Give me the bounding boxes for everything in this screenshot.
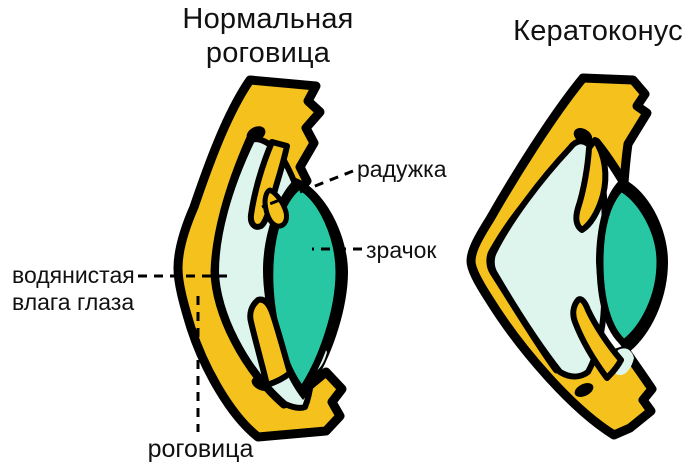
normal-upper-canal-dot xyxy=(246,126,266,142)
cornea-label: роговица xyxy=(147,435,254,463)
normal-iris-root-hook xyxy=(262,187,289,229)
normal-cornea-title-line1: Нормальная xyxy=(182,3,354,35)
keratoconus-title: Кератоконус xyxy=(513,15,683,47)
pupil-label: зрачок xyxy=(366,237,437,263)
normal-iris-lower-finger xyxy=(247,296,293,388)
keratoconus-lens-shape xyxy=(596,184,664,347)
pointer-lines-group xyxy=(138,169,362,432)
normal-iris-upper-finger xyxy=(247,139,290,230)
keratoconus-lower-canal-dot xyxy=(574,383,594,397)
normal-eye-group xyxy=(173,75,348,442)
aqueous-label: водянистая влага глаза xyxy=(12,262,142,316)
iris-pointer-line xyxy=(261,169,354,209)
aqueous-label-line2: влага глаза xyxy=(12,289,135,316)
keratoconus-iris-lower-finger xyxy=(570,296,624,381)
keratoconus-upper-canal-dot xyxy=(573,128,593,144)
keratoconus-eye-group xyxy=(466,73,668,440)
aqueous-label-line1: водянистая xyxy=(12,262,135,288)
iris-label: радужка xyxy=(357,156,447,182)
keratoconus-iris-upper-finger xyxy=(573,137,609,233)
normal-cornea-title: Нормальная роговица xyxy=(153,2,383,70)
normal-lower-canal-dot xyxy=(251,377,271,391)
normal-lens-shape xyxy=(266,182,343,394)
normal-cornea-title-line2: роговица xyxy=(205,37,331,70)
